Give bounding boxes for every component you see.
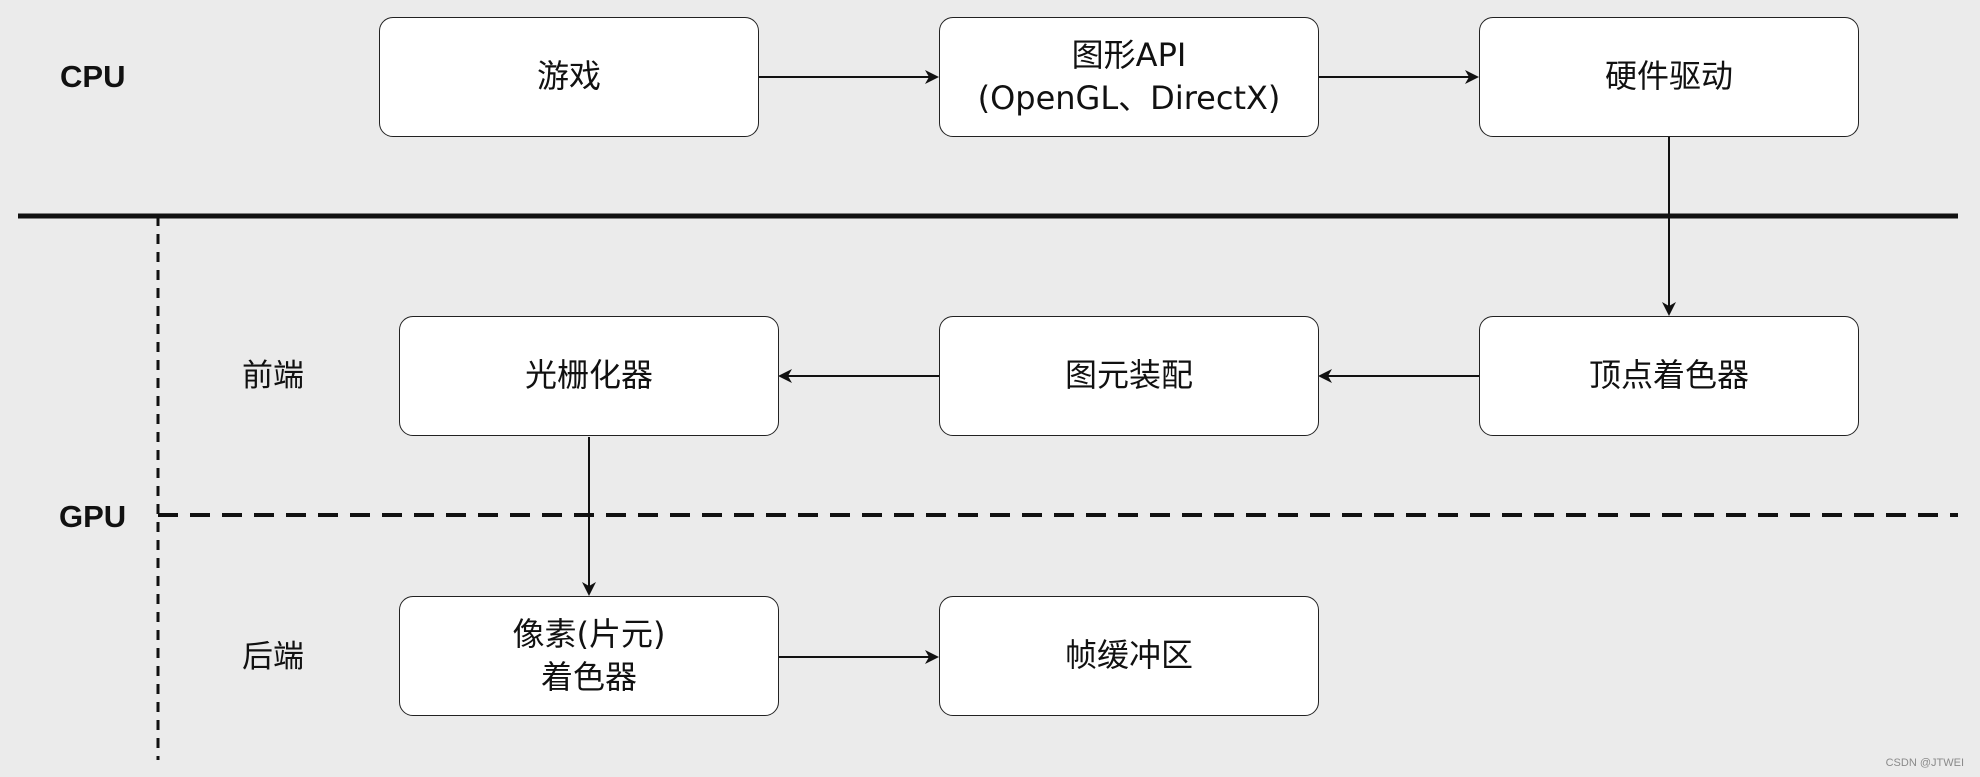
graphics-api-line2: (OpenGL、DirectX) — [977, 79, 1281, 117]
cpu-label: CPU — [60, 59, 126, 94]
rasterizer-label: 光栅化器 — [524, 356, 653, 395]
backend-label: 后端 — [242, 639, 304, 675]
hardware-driver-label: 硬件驱动 — [1604, 57, 1733, 96]
pixel-shader-node: 像素(片元) 着色器 — [399, 596, 779, 716]
graphics-api-line1: 图形API — [1071, 35, 1187, 74]
game-node: 游戏 — [379, 17, 759, 137]
pixel-shader-line1: 像素(片元) — [512, 614, 666, 653]
primitive-assembly-label: 图元装配 — [1064, 356, 1193, 395]
graphics-api-node: 图形API (OpenGL、DirectX) — [939, 17, 1319, 137]
watermark: CSDN @JTWEI — [1885, 757, 1964, 769]
hardware-driver-node: 硬件驱动 — [1479, 17, 1859, 137]
framebuffer-label: 帧缓冲区 — [1064, 636, 1193, 675]
game-label: 游戏 — [536, 57, 601, 96]
gpu-label: GPU — [59, 499, 127, 534]
framebuffer-node: 帧缓冲区 — [939, 596, 1319, 716]
vertex-shader-label: 顶点着色器 — [1588, 356, 1749, 395]
rasterizer-node: 光栅化器 — [399, 316, 779, 436]
frontend-label: 前端 — [242, 358, 304, 394]
vertex-shader-node: 顶点着色器 — [1479, 316, 1859, 436]
pixel-shader-line2: 着色器 — [540, 658, 637, 696]
primitive-assembly-node: 图元装配 — [939, 316, 1319, 436]
